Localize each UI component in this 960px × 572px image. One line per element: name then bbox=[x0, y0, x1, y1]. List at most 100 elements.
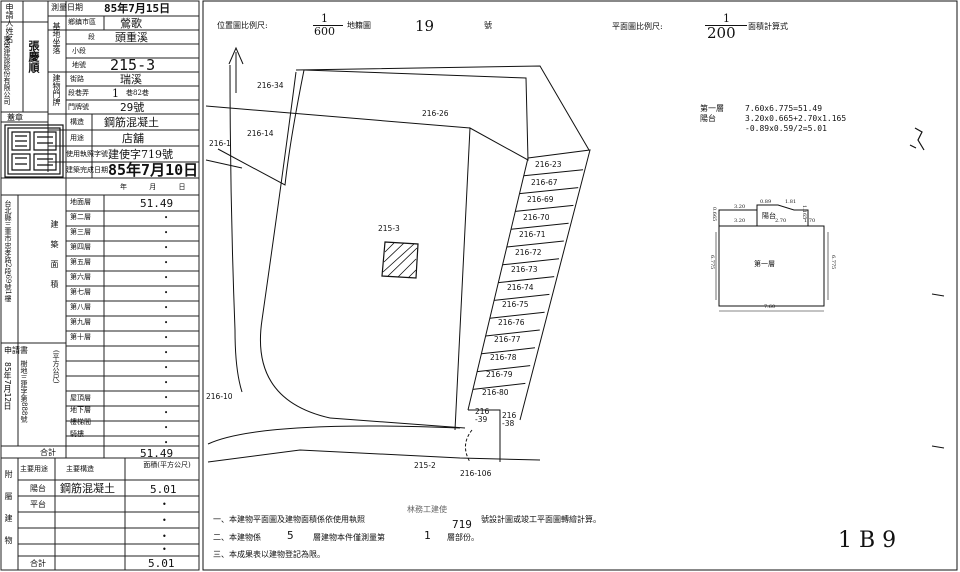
floor-row-label: 第十層 bbox=[70, 333, 91, 341]
calc-balcony-formula: -0.89x0.59/2=5.01 bbox=[745, 124, 827, 133]
lot-label: 216-14 bbox=[247, 129, 274, 138]
fp-dim: 3.20 bbox=[734, 204, 746, 210]
strip-lot-label: 216-70 bbox=[523, 213, 550, 222]
strip-lot-label: 216-75 bbox=[502, 300, 529, 309]
empty-dot: • bbox=[162, 545, 167, 554]
note-floors: 5 bbox=[287, 529, 294, 542]
area-vertical-label: 建築面積 bbox=[50, 220, 59, 300]
location-scale-label: 位置圖比例尺: bbox=[217, 21, 268, 30]
strip-divider bbox=[485, 329, 540, 337]
road-edge bbox=[259, 71, 331, 419]
extra-row-label: 地下層 bbox=[70, 406, 91, 414]
structure-value: 鋼筋混凝土 bbox=[104, 116, 159, 129]
lot-label: 216-1 bbox=[209, 139, 231, 148]
structure-label: 構造 bbox=[70, 118, 84, 126]
calc-floor1-label: 第一層 bbox=[700, 104, 724, 113]
lot-label: 216 -38 bbox=[502, 411, 517, 429]
fraction-bar bbox=[705, 25, 747, 26]
map-sheet-value: 19 bbox=[415, 17, 435, 35]
empty-dot: • bbox=[162, 532, 167, 541]
fp-dim: 3.20 bbox=[734, 218, 746, 224]
note-permit-number: 719 bbox=[452, 518, 472, 531]
corner-mark: 1 B 9 bbox=[838, 528, 897, 553]
attached-label: 附屬建物 bbox=[4, 470, 13, 558]
strip-lot-label: 216-77 bbox=[494, 335, 521, 344]
fp-dim: 6.775 bbox=[830, 255, 836, 270]
completion-label: 建築完成日期 bbox=[66, 166, 108, 174]
plan-border bbox=[202, 0, 958, 571]
floor-value-dot: • bbox=[164, 304, 169, 312]
strip-divider bbox=[519, 187, 579, 195]
strip-lot-label: 216-79 bbox=[486, 370, 513, 379]
boundary-line bbox=[217, 69, 305, 186]
apply-label: 申請書 bbox=[4, 346, 28, 355]
attached-total-label: 合計 bbox=[30, 559, 46, 568]
applicant-person: 張慶順 bbox=[27, 40, 40, 73]
floor-value-dot: • bbox=[164, 319, 169, 327]
note-line: 層部份。 bbox=[447, 533, 479, 542]
township-value: 鶯歌 bbox=[120, 17, 142, 30]
calc-floor1-formula: 7.60x6.775=51.49 bbox=[745, 104, 823, 113]
floor-scale-num: 1 bbox=[723, 12, 730, 25]
fp-dim: 6.775 bbox=[709, 255, 715, 270]
strip-divider bbox=[515, 204, 574, 212]
usage-label: 用途 bbox=[70, 134, 84, 142]
note-line: 層建物本件僅測量第 bbox=[313, 533, 385, 542]
fp-room-label: 第一層 bbox=[754, 260, 775, 268]
first-floor-value: 51.49 bbox=[140, 197, 174, 210]
location-scale-num: 1 bbox=[321, 12, 328, 25]
extra-row-label: 騎樓 bbox=[70, 430, 84, 438]
form-grid bbox=[0, 0, 200, 571]
boundary-line bbox=[329, 417, 466, 429]
floor-value-dot: • bbox=[164, 274, 169, 282]
floor-value-dot: • bbox=[164, 439, 169, 447]
attached-row-use: 陽台 bbox=[30, 484, 46, 493]
strip-lot-label: 216-23 bbox=[535, 160, 562, 169]
attached-row-area: • bbox=[162, 500, 167, 509]
survey-date-label: 測量日期 bbox=[51, 3, 83, 12]
main-use-label: 主要用途 bbox=[20, 465, 48, 473]
floor-row-label: 地面層 bbox=[70, 198, 91, 206]
fp-dim: 0.665 bbox=[711, 207, 717, 222]
lot-value: 215-3 bbox=[110, 56, 156, 74]
strip-divider bbox=[498, 276, 555, 284]
strip-lot-label: 216-73 bbox=[511, 265, 538, 274]
applicant-company: 東榮建設股份有限公司 bbox=[3, 35, 11, 105]
main-struct-label: 主要構造 bbox=[66, 465, 94, 473]
map-sheet-suffix: 號 bbox=[484, 21, 492, 30]
lot-label: 216 -39 bbox=[475, 407, 490, 425]
floor-value-dot: • bbox=[164, 214, 169, 222]
fp-dim: 1.81 bbox=[785, 199, 797, 205]
note-line: 三、本成果表以建物登記為限。 bbox=[213, 550, 325, 559]
attached-row-area: 5.01 bbox=[150, 483, 177, 496]
floor-value-dot: • bbox=[164, 349, 169, 357]
boundary-line bbox=[205, 159, 243, 169]
floor-value-dot: • bbox=[164, 289, 169, 297]
road-edge bbox=[229, 64, 243, 393]
strip-divider bbox=[481, 347, 536, 355]
township-label: 鄉鎮市區 bbox=[68, 18, 96, 26]
attached-row-use: 平台 bbox=[30, 500, 46, 509]
strip-divider bbox=[472, 382, 526, 390]
floor-value-dot: • bbox=[164, 229, 169, 237]
street-label: 街路 bbox=[70, 75, 84, 83]
road-edge bbox=[207, 425, 461, 445]
fp-dim: 1.70 bbox=[804, 218, 816, 224]
fp-dim: 1.165 bbox=[801, 205, 807, 220]
margin-mark bbox=[909, 127, 925, 151]
floor-scale-label: 平面圖比例尺: bbox=[612, 22, 663, 31]
lot-label: 地號 bbox=[72, 61, 86, 69]
location-scale-den: 600 bbox=[314, 25, 335, 38]
map-sheet-label: 地籍圖 bbox=[347, 21, 371, 30]
strip-divider bbox=[477, 365, 531, 373]
permit-label: 使用執照字號 bbox=[66, 150, 108, 158]
boundary-line bbox=[205, 105, 471, 129]
note-line: 一、本建物平面圖及建物面積係依使用執照 bbox=[213, 515, 365, 524]
floor-row-label: 第六層 bbox=[70, 273, 91, 281]
floor-row-label: 第四層 bbox=[70, 243, 91, 251]
number-label: 門牌號 bbox=[68, 103, 89, 111]
apply-date: 85年7月12日 bbox=[3, 362, 12, 411]
strip-lot-label: 216-80 bbox=[482, 388, 509, 397]
note-line: 二、本建物係 bbox=[213, 533, 261, 542]
floor-value-dot: • bbox=[164, 394, 169, 402]
